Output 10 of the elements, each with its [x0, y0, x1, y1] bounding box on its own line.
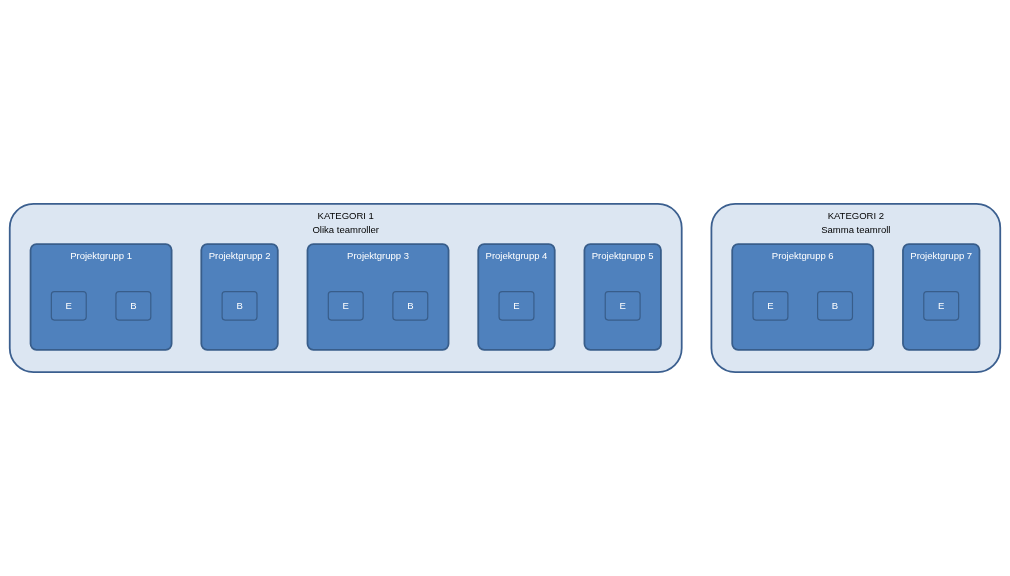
node-box: E — [752, 290, 789, 321]
node-box: E — [498, 290, 535, 321]
node-box: B — [115, 290, 152, 321]
node-box: E — [327, 290, 364, 321]
node-box: B — [817, 290, 854, 321]
node-box: E — [923, 290, 960, 321]
node-box: B — [221, 290, 258, 321]
node-box: E — [50, 290, 87, 321]
node-box: B — [392, 290, 429, 321]
node-box: E — [604, 290, 641, 321]
